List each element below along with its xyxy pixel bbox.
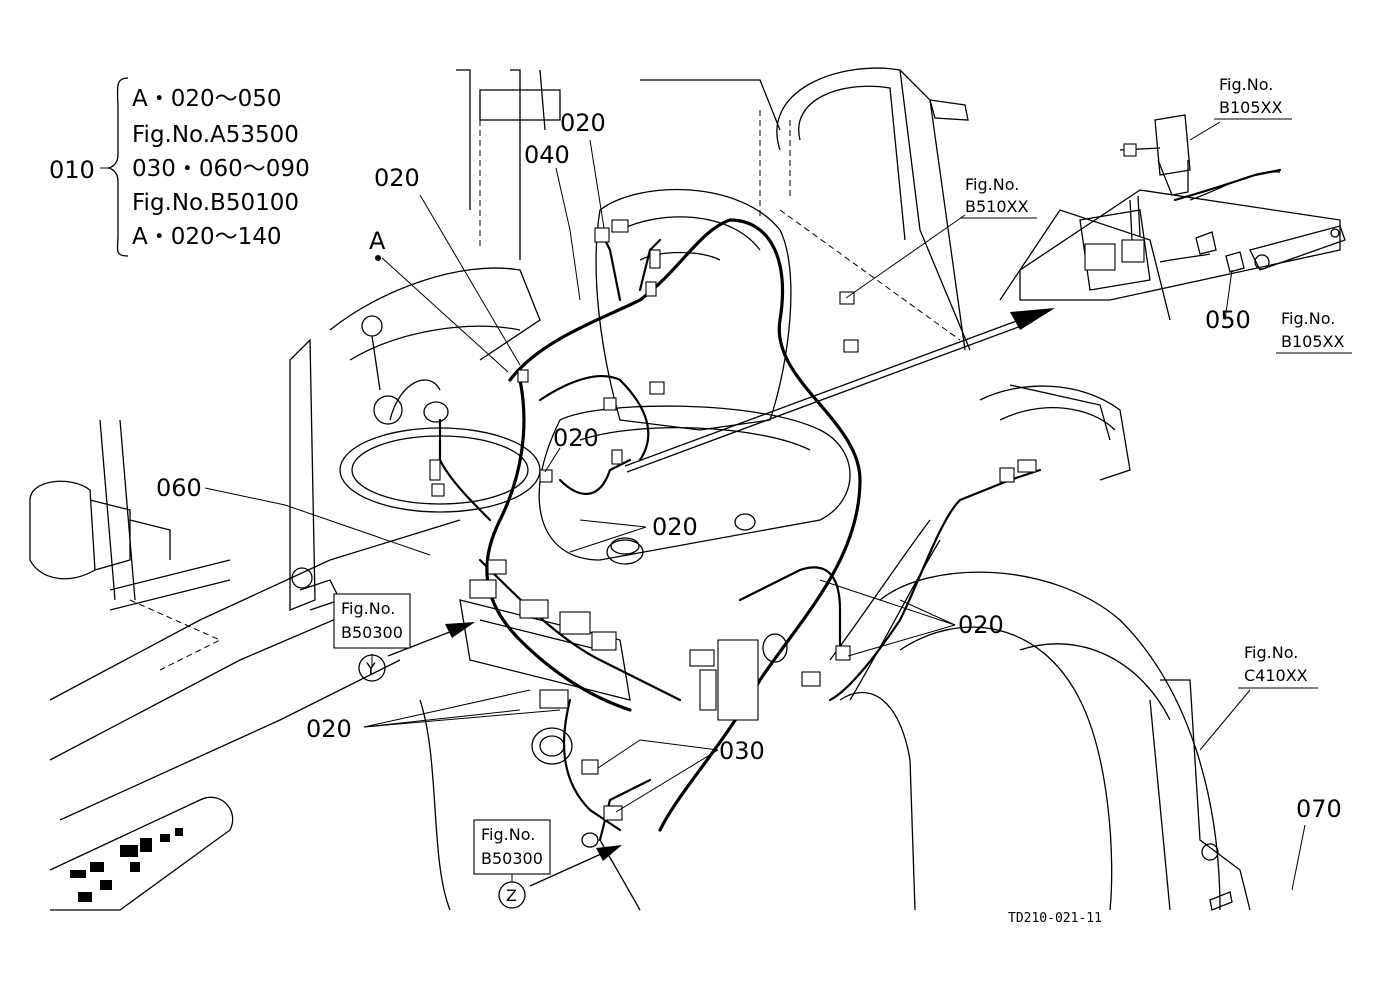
- point-a-dot: [375, 255, 381, 261]
- callout-050: 050: [1205, 306, 1251, 334]
- brace-line-3: 030・060～090: [132, 156, 310, 182]
- fig-ref-b105-top: Fig.No. B105XX: [1214, 75, 1292, 120]
- pointer-arrow-inset: [624, 308, 1055, 473]
- wire-harness: [438, 218, 1042, 842]
- marker-y: Y: [365, 659, 376, 678]
- fig-ref-b510-line2: B510XX: [965, 197, 1028, 216]
- switch-assembly-inset: [1019, 114, 1346, 301]
- callout-020-lower-left: 020: [306, 715, 352, 743]
- callout-060: 060: [156, 474, 202, 502]
- decal-pattern: [70, 828, 183, 902]
- brace-line-5: A・020～140: [132, 224, 282, 250]
- drawing-id: TD210-021-11: [1008, 911, 1102, 926]
- fig-ref-b105-bottom: Fig.No. B105XX: [1276, 309, 1352, 354]
- brace-line-4: Fig.No.B50100: [132, 190, 299, 216]
- fig-ref-c410: Fig.No. C410XX: [1238, 643, 1318, 689]
- brace-block: 010 A・020～050 Fig.No.A53500 030・060～090 …: [49, 77, 310, 257]
- brace-line-1: A・020～050: [132, 86, 282, 112]
- marker-z: Z: [506, 886, 517, 905]
- tractor-line-art: [29, 67, 1251, 911]
- fig-ref-c410-line1: Fig.No.: [1244, 643, 1298, 662]
- callout-010: 010: [49, 156, 95, 184]
- connectors: [291, 219, 1037, 848]
- pointer-arrow-y: [387, 622, 475, 657]
- fig-ref-b510-line1: Fig.No.: [965, 175, 1019, 194]
- fig-ref-c410-line2: C410XX: [1244, 666, 1308, 685]
- fig-ref-b105-bottom-line2: B105XX: [1281, 332, 1344, 351]
- fig-ref-b50300-z-line2: B50300: [481, 849, 543, 868]
- fig-ref-b510: Fig.No. B510XX: [960, 175, 1037, 219]
- callout-020-center-right: 020: [652, 513, 698, 541]
- fig-ref-b105-top-line1: Fig.No.: [1219, 75, 1273, 94]
- fig-ref-b105-top-line2: B105XX: [1219, 98, 1282, 117]
- callout-020-center: 020: [553, 424, 599, 452]
- callout-020-top-left: 020: [374, 164, 420, 192]
- callout-030: 030: [719, 737, 765, 765]
- brace-line-2: Fig.No.A53500: [132, 122, 299, 148]
- fig-ref-b50300-y-line1: Fig.No.: [341, 599, 395, 618]
- fig-ref-b50300-y-line2: B50300: [341, 623, 403, 642]
- callout-040: 040: [524, 141, 570, 169]
- callout-020-right: 020: [958, 611, 1004, 639]
- fig-ref-b50300-z-line1: Fig.No.: [481, 825, 535, 844]
- fig-ref-b50300-y: Fig.No. B50300 Y: [333, 593, 411, 682]
- leader-lines: [204, 121, 1306, 891]
- fig-ref-b50300-z: Fig.No. B50300 Z: [473, 819, 551, 909]
- callout-070: 070: [1296, 795, 1342, 823]
- fig-ref-b105-bottom-line1: Fig.No.: [1281, 309, 1335, 328]
- point-label-a: A: [369, 227, 386, 255]
- callout-020-top-mid: 020: [560, 109, 606, 137]
- pointer-arrow-z: [529, 845, 622, 887]
